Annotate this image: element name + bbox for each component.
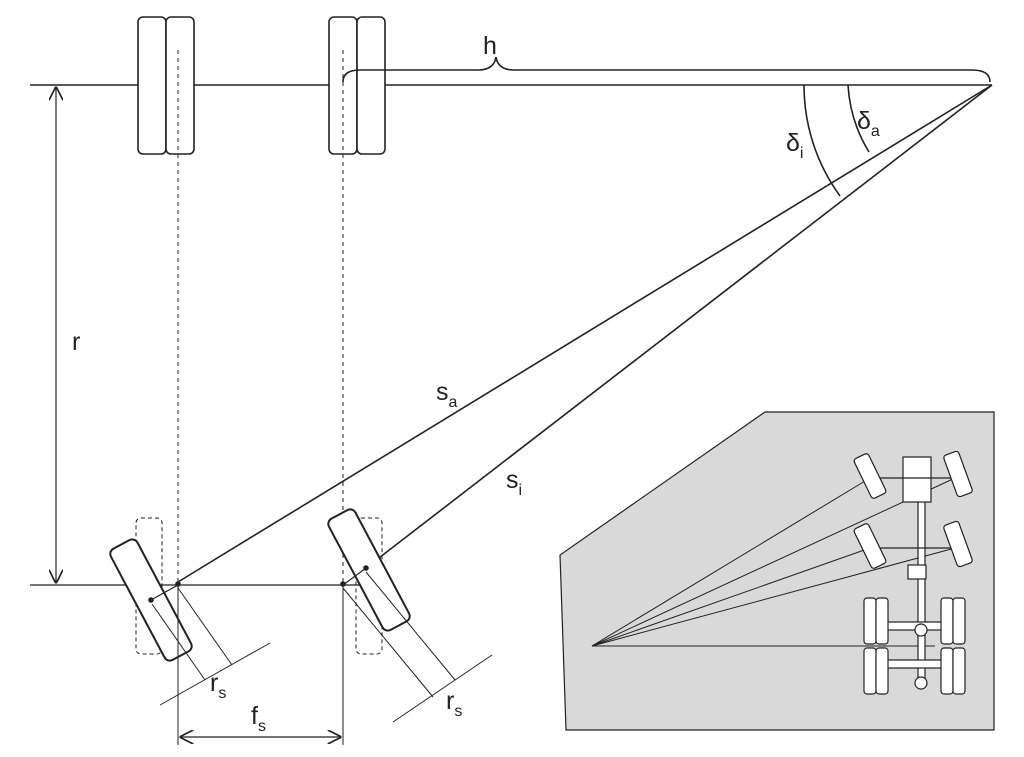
label-r-s-left: rs xyxy=(210,669,226,702)
front-right-wheel-steered xyxy=(327,508,411,632)
label-r: r xyxy=(72,328,80,356)
inset-steered-tires xyxy=(853,450,973,569)
inset-rear-twin-tires xyxy=(863,597,966,695)
outer-radius-line-sa xyxy=(177,84,993,583)
inset-radius-lines xyxy=(591,477,956,647)
label-s-a: sa xyxy=(436,378,458,411)
label-h: h xyxy=(483,32,497,60)
label-delta-i: δi xyxy=(786,129,803,162)
right-rs-dimension xyxy=(392,654,493,723)
rear-right-twin-tire xyxy=(328,16,386,155)
inset-chassis xyxy=(875,456,959,690)
vehicle-overview-inset xyxy=(559,411,995,731)
label-f-s: fs xyxy=(251,702,266,735)
h-brace xyxy=(342,56,991,83)
left-wheel-center-dot xyxy=(148,597,154,603)
delta-i-arc xyxy=(803,84,841,197)
label-s-i: si xyxy=(506,466,522,499)
left-kingpin-offset-line xyxy=(150,584,179,601)
right-kingpin-offset-line xyxy=(342,567,367,586)
right-rs-extension-b xyxy=(365,571,456,681)
label-delta-a: δa xyxy=(857,107,880,140)
left-rs-extension-a xyxy=(177,587,233,666)
rear-left-twin-tire xyxy=(137,16,195,155)
delta-a-arc xyxy=(847,84,870,153)
label-r-s-right: rs xyxy=(446,687,462,720)
inner-radius-line-si xyxy=(365,84,993,569)
front-left-wheel-straight-outline xyxy=(135,517,163,655)
right-rs-extension-a xyxy=(342,587,434,698)
right-wheel-center-dot xyxy=(363,565,369,571)
